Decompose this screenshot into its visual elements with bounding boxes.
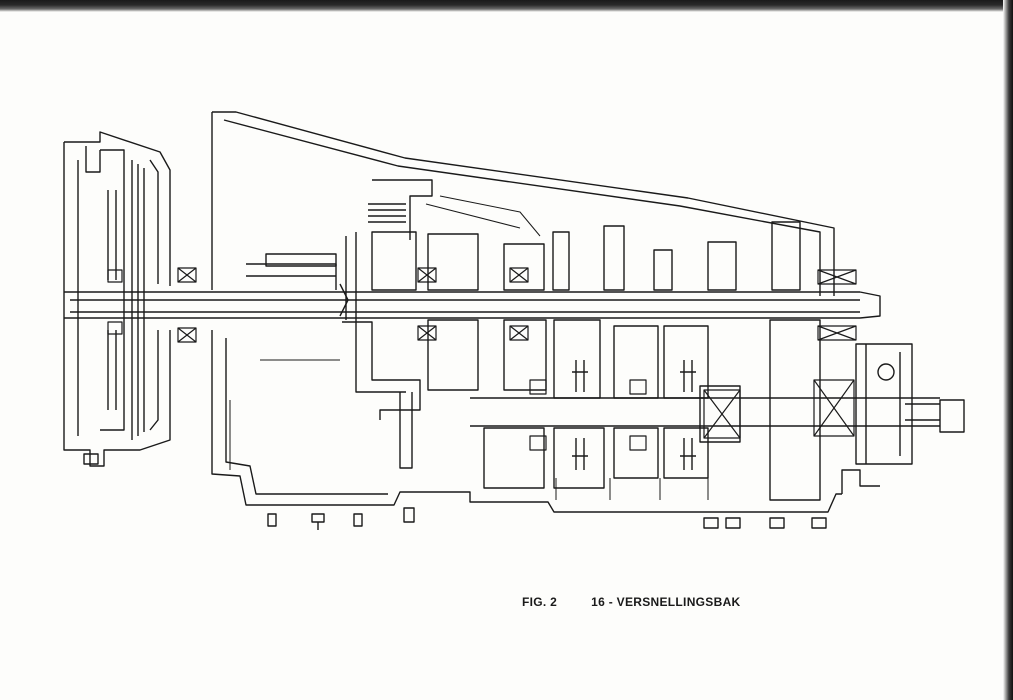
clutch-spring-assembly xyxy=(339,179,433,469)
figure-title: 16 - VERSNELLINGSBAK xyxy=(591,595,741,609)
gearbox-housing xyxy=(63,111,842,513)
counter-shaft-gears xyxy=(427,319,821,501)
housing-bolts xyxy=(83,453,827,530)
scan-top-edge xyxy=(0,0,1013,12)
main-shaft xyxy=(64,291,881,319)
housing-ribs xyxy=(229,195,709,500)
figure-caption: FIG. 2 16 - VERSNELLINGSBAK xyxy=(522,595,741,609)
bearings xyxy=(107,267,857,451)
counter-shaft xyxy=(470,397,965,433)
output-flange xyxy=(841,343,913,494)
main-shaft-gears xyxy=(246,221,801,291)
scan-right-edge xyxy=(1003,0,1013,700)
synchro-hubs xyxy=(572,360,696,470)
figure-label: FIG. 2 xyxy=(522,595,558,609)
